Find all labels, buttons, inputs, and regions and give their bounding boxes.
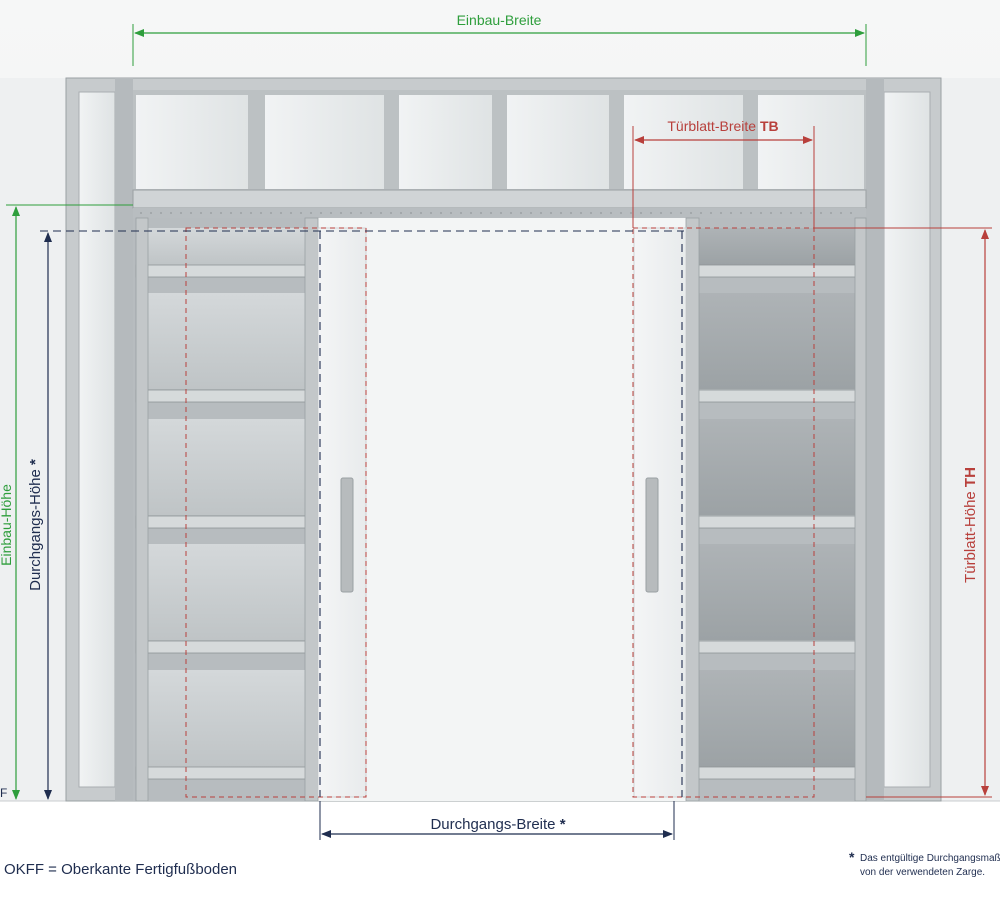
tuerblatt-breite-code: TB [760,118,779,134]
footnote-star: * [849,849,855,865]
transom [133,90,866,192]
door-handle-icon [340,477,354,593]
footnote-line2: von der verwendeten Zarge. [860,867,985,878]
durchgangs-breite-star: * [560,816,566,833]
door-leaf-right [633,227,687,798]
tuerblatt-hoehe-dimension: Türblatt-Höhe TH [814,227,992,798]
footnote-line1: Das entgültige Durchgangsmaß ist a [860,853,1000,864]
pocket-cassette-left [133,217,319,802]
door-track [132,189,867,218]
durchgangs-breite-dimension: Durchgangs-Breite * [319,801,675,840]
floor-marker: F [0,786,7,800]
tuerblatt-breite-label: Türblatt-Breite [667,118,756,134]
svg-text:Durchgangs-Breite *: Durchgangs-Breite * [430,816,565,833]
tuerblatt-hoehe-code: TH [962,467,979,487]
svg-text:Durchgangs-Höhe *: Durchgangs-Höhe * [27,459,44,591]
einbau-hoehe-label: Einbau-Höhe [0,484,14,566]
tuerblatt-breite-dimension: Türblatt-Breite TB [632,118,815,228]
durchgang-outline [40,230,684,797]
pocket-cassette-right [685,217,867,802]
door-handle-icon [645,477,659,593]
einbau-breite-label: Einbau-Breite [457,12,542,28]
okff-legend: OKFF = Oberkante Fertigfußboden [4,861,237,878]
durchgangs-hoehe-star: * [27,459,44,465]
durchgangs-hoehe-dimension: Durchgangs-Höhe * [27,232,52,800]
einbau-hoehe-dimension: Einbau-Höhe [0,204,133,800]
durchgangs-breite-label: Durchgangs-Breite [430,816,555,833]
svg-text:Türblatt-Höhe TH: Türblatt-Höhe TH [962,467,979,583]
einbau-breite-dimension: Einbau-Breite [132,12,867,66]
footnote: * Das entgültige Durchgangsmaß ist a von… [849,849,1000,878]
passage-opening [318,218,686,801]
tuerblatt-hoehe-label: Türblatt-Höhe [962,491,979,583]
tuerblatt-outline [185,227,815,798]
door-leaf-left [317,227,367,798]
durchgangs-hoehe-label: Durchgangs-Höhe [27,469,44,591]
svg-text:Türblatt-Breite TB: Türblatt-Breite TB [667,118,778,134]
